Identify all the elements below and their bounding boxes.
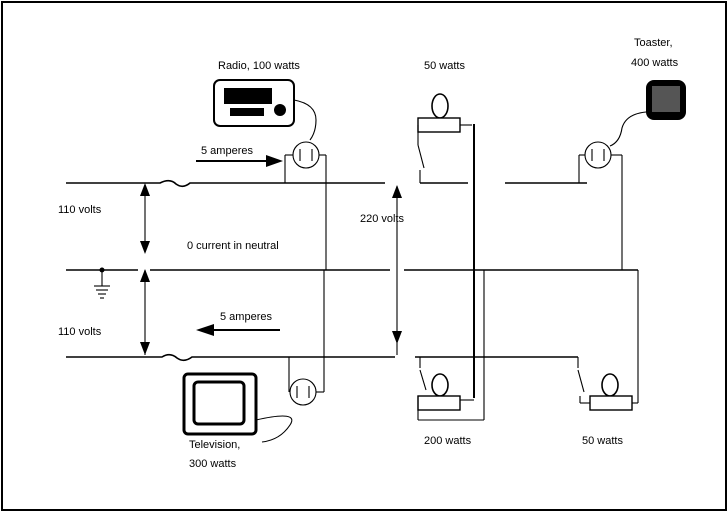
television-icon [182,372,293,443]
label-lamp-top: 50 watts [424,60,465,72]
label-volts-mid: 220 volts [360,213,405,225]
top-hot-wire [66,179,587,188]
label-lamp-bottom-right: 50 watts [582,435,623,447]
radio-outlet [284,141,327,270]
voltage-arrow-bottom [140,269,150,355]
ground-icon [94,267,110,299]
current-arrow-bottom [196,324,280,336]
label-volts-top: 110 volts [58,204,102,216]
label-toaster-line1: Toaster, [634,37,673,49]
current-arrow-top [196,155,283,167]
diagram-border [1,1,727,511]
label-current-top: 5 amperes [201,145,253,157]
voltage-arrow-top [140,183,150,254]
lamp-bottom-mid-icon [417,270,485,421]
lamp-bottom-right-icon [577,270,639,411]
radio-icon [213,79,317,141]
television-outlet [288,270,325,406]
toaster-outlet [578,141,623,270]
label-tv-line2: 300 watts [189,458,237,470]
label-neutral: 0 current in neutral [187,240,279,252]
label-current-bottom: 5 amperes [220,311,272,323]
bottom-hot-wire [66,353,578,362]
voltage-arrow-220 [392,185,402,355]
label-toaster-line2: 400 watts [631,57,679,69]
label-tv-line1: Television, [189,439,240,451]
lamp-top-icon [417,93,472,183]
label-volts-bottom: 110 volts [58,326,102,338]
toaster-icon [609,80,686,147]
label-radio: Radio, 100 watts [218,60,300,72]
label-lamp-bottom-mid: 200 watts [424,435,472,447]
